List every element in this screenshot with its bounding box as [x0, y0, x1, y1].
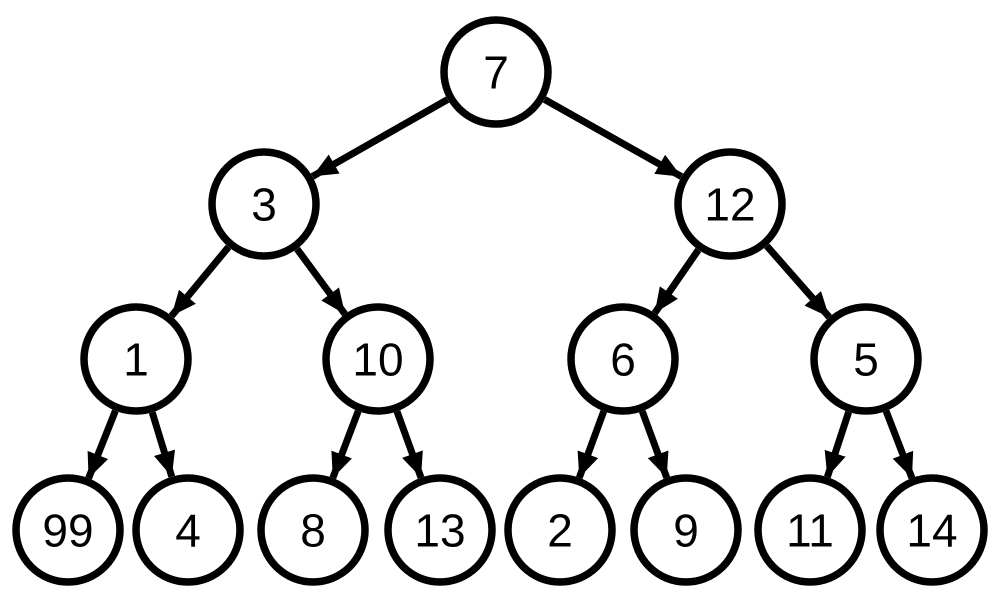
tree-node-11: 11 [754, 474, 866, 586]
tree-edge-1-to-4 [148, 411, 176, 478]
tree-node-circle-9 [630, 474, 742, 586]
tree-node-circle-4 [132, 474, 244, 586]
tree-edge-3-to-10 [294, 246, 348, 317]
tree-edge-6-to-2 [575, 410, 608, 479]
tree-node-label-7: 7 [483, 46, 509, 98]
tree-edge-5-to-14 [882, 409, 916, 480]
tree-node-circle-7 [440, 16, 552, 128]
tree-node-circle-14 [876, 474, 988, 586]
tree-edge-12-to-6 [651, 247, 702, 316]
tree-node-5: 5 [810, 303, 922, 415]
tree-node-label-10: 10 [352, 333, 403, 385]
tree-edge-7-to-3 [310, 96, 450, 180]
tree-node-6: 6 [567, 303, 679, 415]
tree-edge-1-to-99 [85, 409, 119, 480]
tree-node-circle-12 [674, 148, 786, 260]
tree-node-label-4: 4 [175, 504, 201, 556]
tree-node-label-13: 13 [414, 504, 465, 556]
tree-node-circle-13 [384, 474, 496, 586]
tree-node-7: 7 [440, 16, 552, 128]
tree-node-12: 12 [674, 148, 786, 260]
tree-node-label-9: 9 [673, 504, 699, 556]
tree-node-label-1: 1 [123, 333, 149, 385]
tree-node-3: 3 [208, 148, 320, 260]
tree-node-14: 14 [876, 474, 988, 586]
tree-node-label-12: 12 [704, 178, 755, 230]
tree-node-8: 8 [257, 474, 369, 586]
tree-edge-3-to-1 [168, 244, 232, 319]
tree-node-label-3: 3 [251, 178, 277, 230]
tree-edge-6-to-9 [638, 410, 671, 479]
tree-node-99: 99 [12, 474, 124, 586]
tree-node-label-5: 5 [853, 333, 879, 385]
tree-edges [85, 96, 916, 480]
tree-node-circle-6 [567, 303, 679, 415]
tree-edge-10-to-8 [329, 409, 362, 480]
tree-node-label-6: 6 [610, 333, 636, 385]
tree-node-circle-5 [810, 303, 922, 415]
tree-node-4: 4 [132, 474, 244, 586]
tree-node-label-11: 11 [786, 504, 834, 556]
tree-node-circle-8 [257, 474, 369, 586]
tree-node-label-2: 2 [547, 504, 573, 556]
tree-nodes: 7 3 12 1 10 6 5 99 4 8 13 2 9 11 14 [12, 16, 988, 586]
tree-node-circle-2 [504, 474, 616, 586]
tree-node-circle-1 [80, 303, 192, 415]
tree-node-label-14: 14 [906, 504, 957, 556]
tree-edge-5-to-11 [824, 410, 852, 479]
tree-node-10: 10 [322, 303, 434, 415]
tree-node-1: 1 [80, 303, 192, 415]
tree-node-circle-3 [208, 148, 320, 260]
tree-node-13: 13 [384, 474, 496, 586]
tree-edge-12-to-5 [764, 243, 832, 320]
tree-node-label-8: 8 [300, 504, 326, 556]
tree-node-circle-10 [322, 303, 434, 415]
tree-edge-10-to-13 [393, 410, 425, 479]
tree-node-circle-11 [754, 474, 866, 586]
tree-node-9: 9 [630, 474, 742, 586]
tree-node-label-99: 99 [42, 504, 93, 556]
tree-node-circle-99 [12, 474, 124, 586]
tree-edge-7-to-12 [542, 96, 684, 180]
tree-node-2: 2 [504, 474, 616, 586]
